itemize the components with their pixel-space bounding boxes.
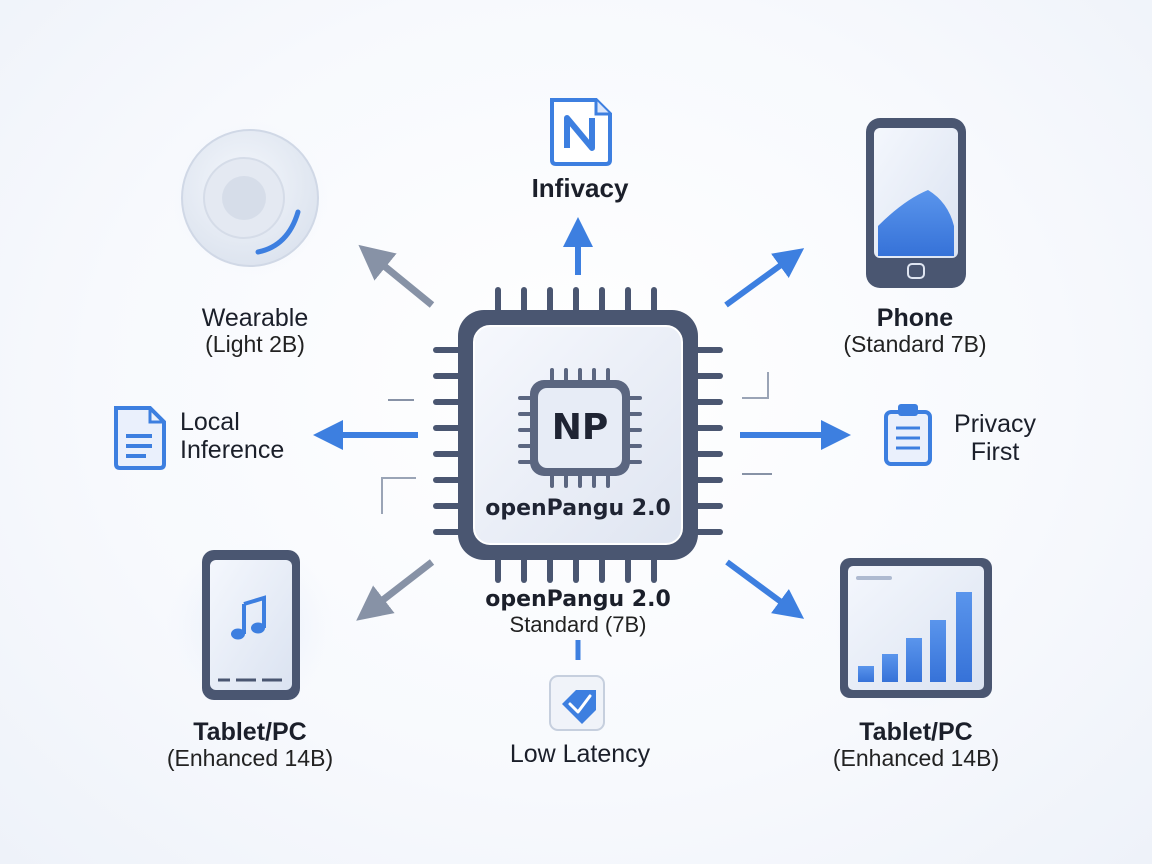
tag-icon [549,675,605,731]
bar-chart-icon [828,542,1000,714]
chip-caption-title: openPangu 2.0 [485,587,671,612]
tablet-right-label: Tablet/PC (Enhanced 14B) [806,718,1026,772]
phone-label: Phone (Standard 7B) [810,304,1020,358]
arrow-to-phone [724,248,805,308]
chip-label: openPangu 2.0 [485,496,671,521]
wearable-title: Wearable [201,304,309,332]
chip-pins [433,287,723,583]
thin-connector [742,372,769,399]
document-n-icon [550,98,612,166]
wearable-subtitle: (Light 2B) [205,331,305,357]
tablet-music-icon [166,542,334,710]
tablet-right-subtitle: (Enhanced 14B) [832,745,1000,771]
local-inference-label: Local Inference [180,408,285,464]
tablet-left-subtitle: (Enhanced 14B) [166,745,334,771]
privacy-first-label: Privacy First [954,410,1036,466]
npu-mini-chip [518,368,642,488]
document-icon [114,406,166,470]
phone-icon [866,118,966,288]
phone-title: Phone [876,304,954,332]
tablet-right-title: Tablet/PC [859,718,973,746]
arrows [313,217,851,660]
tablet-left-label: Tablet/PC (Enhanced 14B) [140,718,360,772]
chip-caption-subtitle: Standard (7B) [509,611,647,637]
arrow-to-wearable [358,244,435,308]
arrow-to-tablet-right [725,559,805,619]
low-latency-label: Low Latency [509,740,651,768]
clipboard-icon [884,404,932,466]
chip-caption: openPangu 2.0 Standard (7B) [458,587,698,637]
tablet-left-title: Tablet/PC [193,718,307,746]
arrow-to-tablet-left [356,559,435,621]
phone-subtitle: (Standard 7B) [843,331,987,357]
wearable-disc-icon [172,120,328,276]
thin-connector [381,477,416,514]
wearable-label: Wearable (Light 2B) [150,304,360,358]
processor-chip [433,287,723,583]
npu-badge: NP [551,407,609,448]
top-node-label: Infivacy [531,173,629,203]
